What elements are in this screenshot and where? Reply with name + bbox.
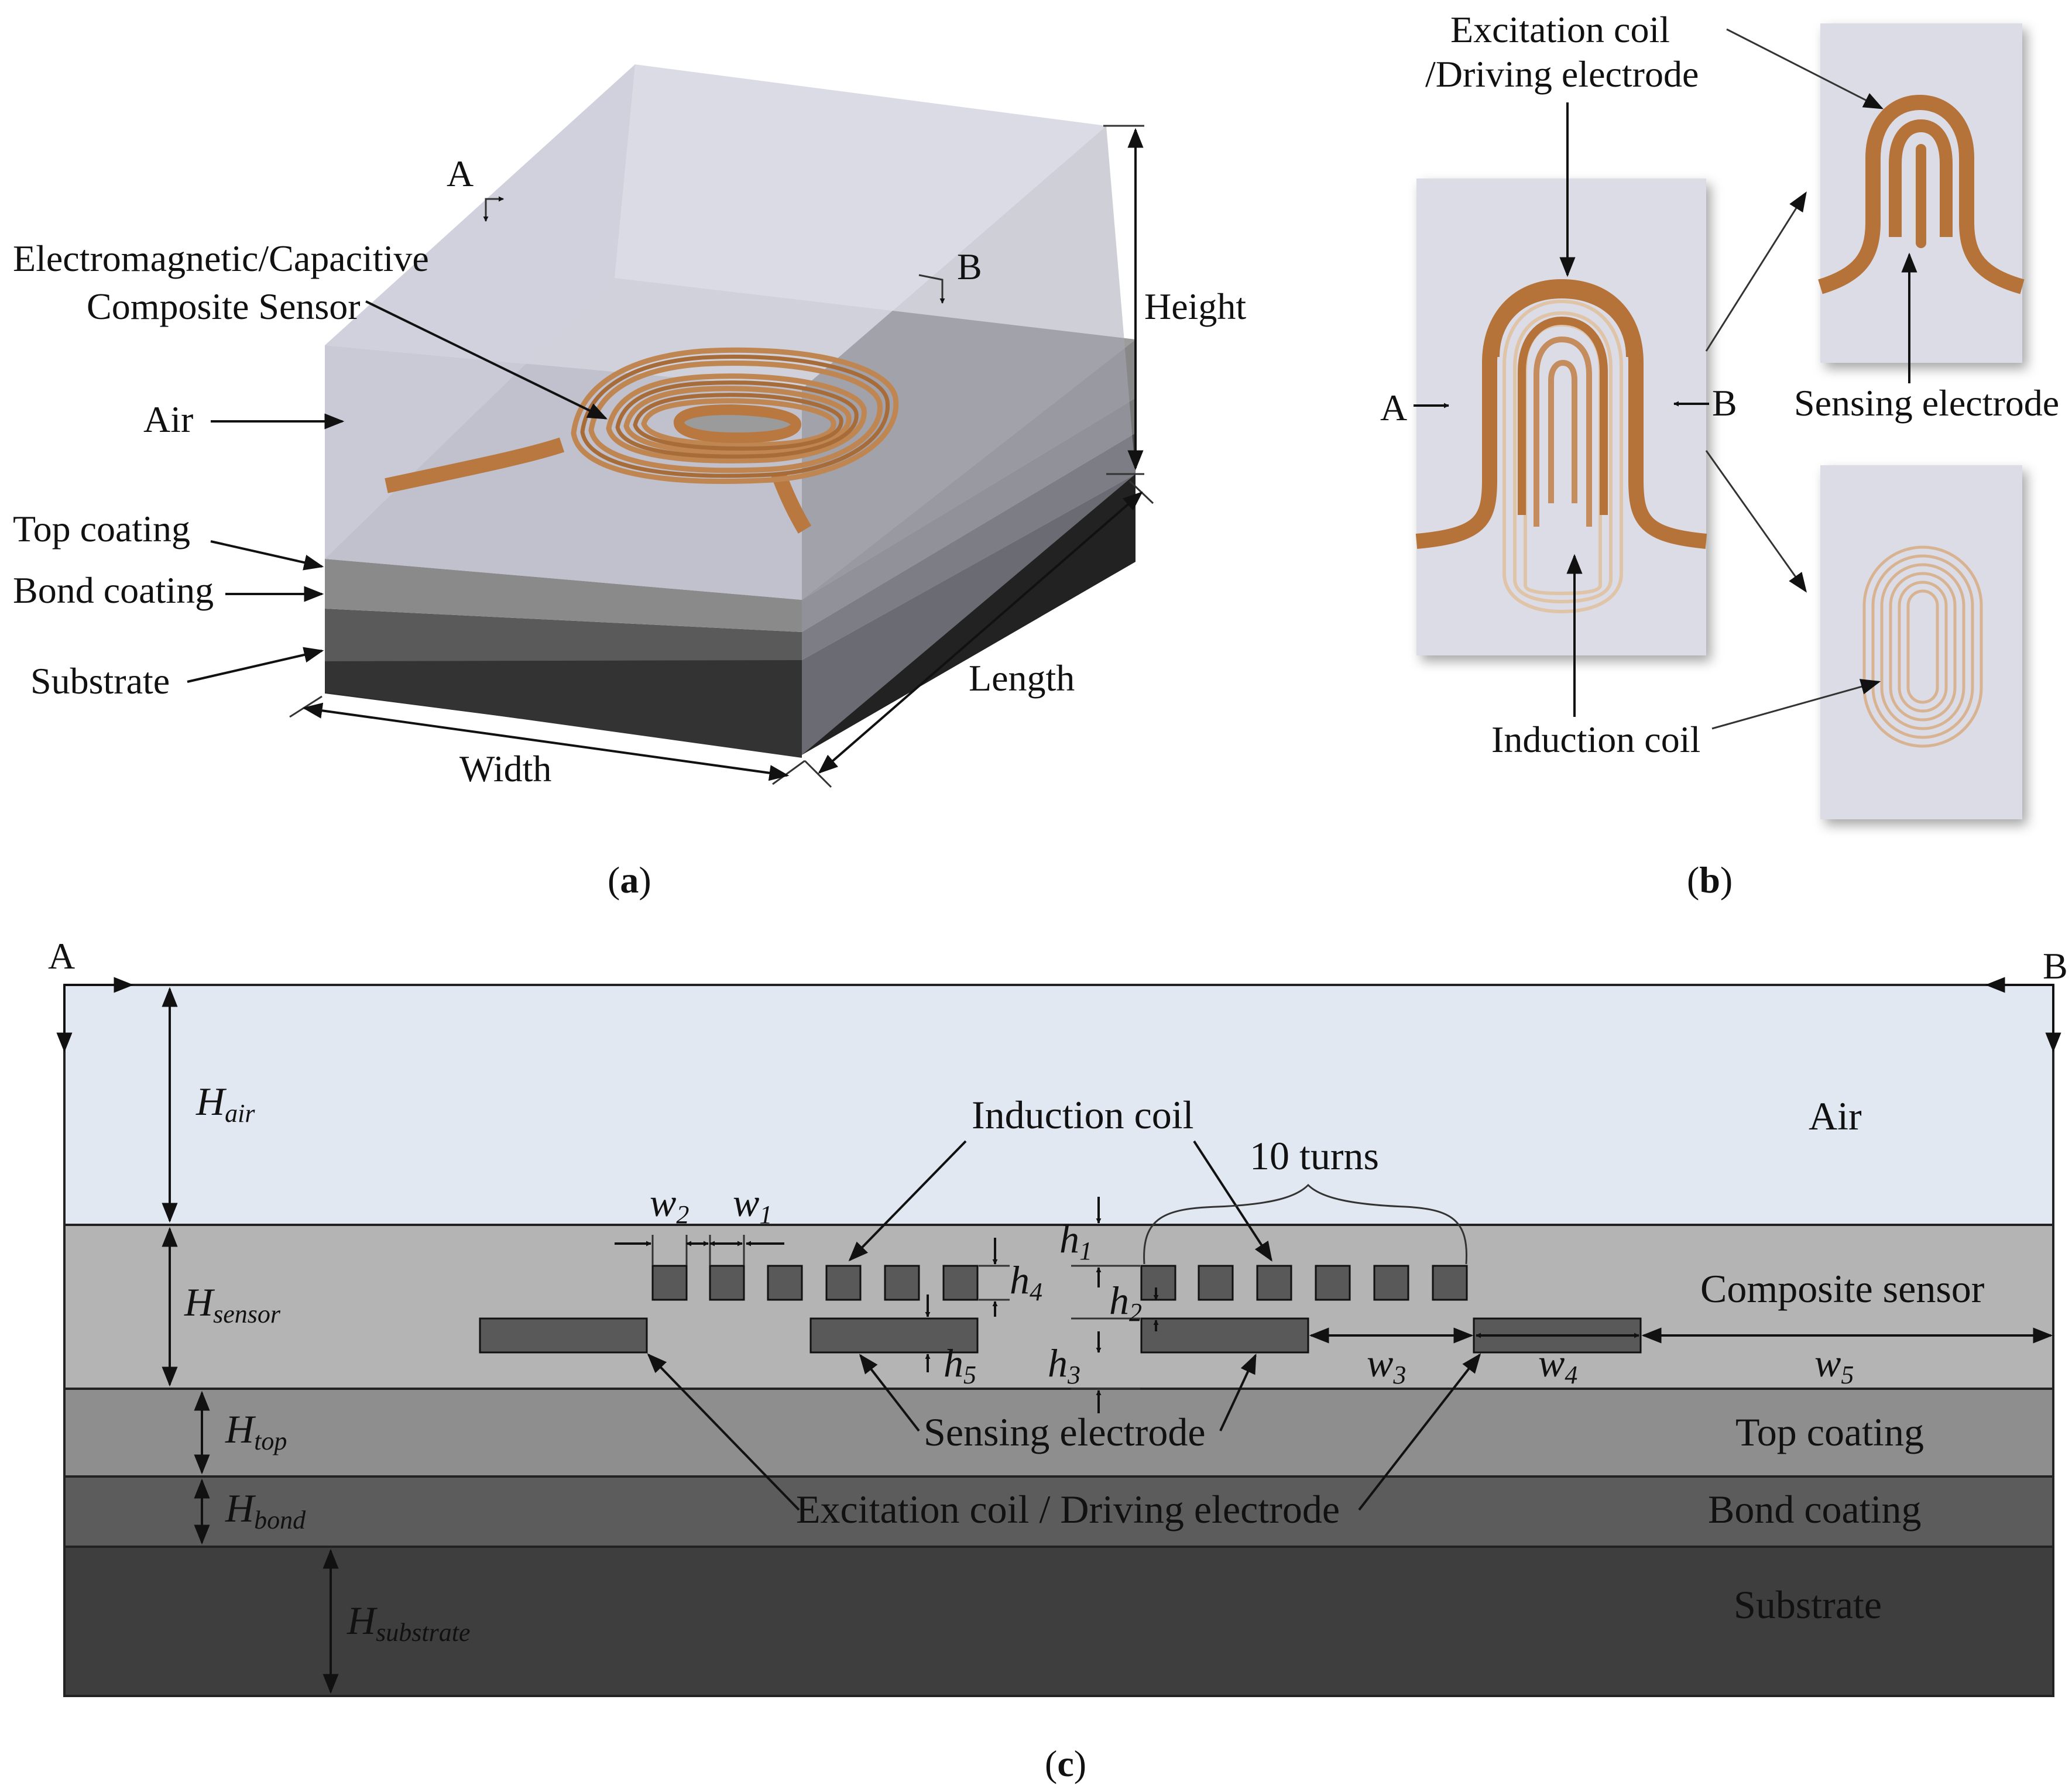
panel-c-turns-label: 10 turns — [1250, 1134, 1379, 1178]
panel-c-bond-label: Bond coating — [1708, 1487, 1922, 1532]
panel-b-main-card — [1416, 178, 1706, 655]
panel-a-section-b: B — [957, 246, 982, 287]
panel-c-sensing-label: Sensing electrode — [924, 1410, 1206, 1454]
layer-substrate — [63, 1546, 2054, 1697]
panel-c: A B Hair Hsensor Htop Hbond Hsubstrate A… — [48, 935, 2068, 1784]
sensor-label-line1: Electromagnetic/Capacitive — [13, 238, 429, 279]
electrodes — [479, 1317, 1642, 1354]
panel-b-caption: (b) — [1687, 859, 1733, 901]
h-substrate-label: Hsubstrate — [347, 1598, 470, 1647]
length-label: Length — [969, 657, 1075, 699]
air-front — [325, 345, 802, 600]
panel-c-sensor-label: Composite sensor — [1700, 1266, 1985, 1311]
h-bond-label: Hbond — [225, 1486, 306, 1534]
panel-c-air-label: Air — [1809, 1094, 1862, 1138]
bond-coating-label: Bond coating — [13, 569, 214, 611]
sensing-electrode-left — [809, 1317, 979, 1354]
excitation-electrode-left — [479, 1317, 648, 1354]
panel-b-section-b: B — [1712, 382, 1737, 424]
substrate-label: Substrate — [30, 660, 170, 702]
panel-c-substrate-label: Substrate — [1734, 1582, 1882, 1627]
w2-label: w2 — [650, 1180, 689, 1229]
width-dim-line — [302, 702, 790, 781]
top-coating-label: Top coating — [13, 508, 190, 550]
sensor-label-line2: Composite Sensor — [87, 286, 361, 327]
h4-label: h4 — [1010, 1258, 1042, 1306]
panel-a-section-a: A — [447, 153, 474, 194]
h3-label: h3 — [1048, 1341, 1080, 1389]
induction-coil-right — [1140, 1265, 1468, 1301]
panel-c-section-a: A — [48, 935, 75, 977]
panel-c-top-label: Top coating — [1735, 1410, 1924, 1454]
top-front — [325, 559, 802, 632]
h-air-label: Hair — [195, 1079, 255, 1128]
bond-front — [325, 609, 802, 661]
w1-label: w1 — [733, 1180, 772, 1229]
h2-label: h2 — [1109, 1278, 1142, 1327]
panel-b-induction-coil — [1862, 545, 1983, 748]
sensing-electrode-right — [1140, 1317, 1309, 1354]
h-top-label: Htop — [225, 1407, 287, 1455]
layer-sensor — [63, 1224, 2054, 1390]
panel-c-excitation-label: Excitation coil / Driving electrode — [796, 1487, 1340, 1532]
panel-b-induction-coil-label: Induction coil — [1491, 719, 1700, 760]
panel-a-coil — [385, 347, 899, 534]
length-dim-line — [818, 491, 1143, 774]
panel-b-sensing-electrode — [1818, 94, 2025, 294]
panel-b-sensing-electrode-label: Sensing electrode — [1794, 382, 2059, 424]
panel-b-bottom-card — [1820, 465, 2022, 819]
panel-b: Excitation coil /Driving electrode A B S… — [1380, 9, 2059, 901]
panel-c-caption: (c) — [1045, 1743, 1086, 1784]
w3-label: w3 — [1367, 1341, 1406, 1389]
panel-b-excitation-line1: Excitation coil — [1450, 9, 1670, 50]
h-sensor-label: Hsensor — [184, 1280, 281, 1328]
panel-c-section-b: B — [2043, 945, 2068, 987]
h1-label: h1 — [1059, 1217, 1092, 1265]
w4-label: w4 — [1538, 1341, 1577, 1389]
panel-b-main-coil — [1415, 279, 1707, 614]
height-label: Height — [1144, 286, 1246, 327]
air-inner-left — [325, 64, 635, 559]
width-label: Width — [459, 748, 551, 789]
air-top — [325, 64, 1106, 389]
induction-coil-left — [651, 1265, 979, 1301]
w5-label: w5 — [1814, 1341, 1854, 1389]
panel-a-caption: (a) — [608, 859, 651, 901]
panel-a: Height Width Length A B Electromagnetic/… — [13, 64, 1246, 901]
layer-bond-coating — [63, 1475, 2054, 1548]
panel-b-excitation-line2: /Driving electrode — [1425, 53, 1699, 95]
panel-b-section-a: A — [1380, 387, 1407, 428]
turns-brace — [1143, 1183, 1468, 1265]
air-label: Air — [143, 399, 193, 440]
h5-label: h5 — [944, 1341, 976, 1389]
panel-c-induction-label: Induction coil — [972, 1093, 1194, 1137]
layer-air — [63, 984, 2054, 1226]
